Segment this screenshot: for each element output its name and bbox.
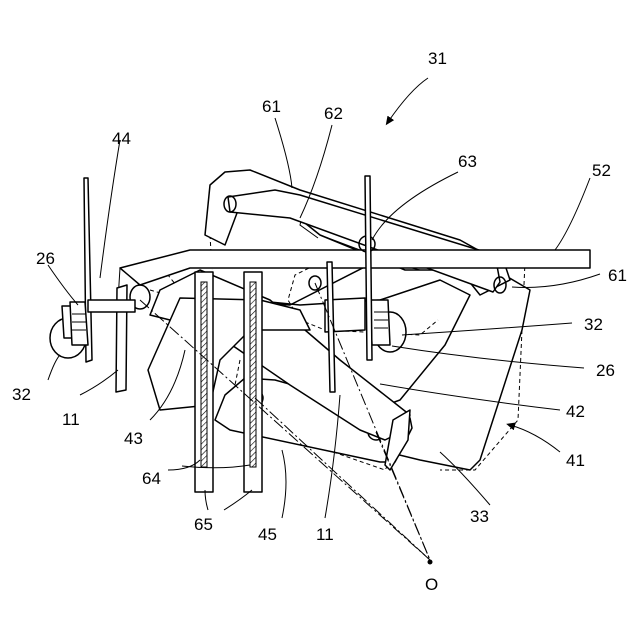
label-26-right: 26 — [596, 361, 615, 380]
arrow-31 — [388, 78, 428, 122]
label-32-left: 32 — [12, 385, 31, 404]
point-o — [428, 560, 433, 565]
label-42: 42 — [566, 402, 585, 421]
label-43: 43 — [124, 429, 143, 448]
label-64: 64 — [142, 469, 161, 488]
label-11-right: 11 — [316, 525, 334, 544]
label-o: O — [425, 575, 438, 594]
blade-right-vertical — [365, 176, 372, 360]
label-41: 41 — [566, 451, 585, 470]
label-61-top: 61 — [262, 97, 281, 116]
label-52: 52 — [592, 161, 611, 180]
label-11-left: 11 — [62, 410, 80, 429]
label-61-right: 61 — [608, 266, 627, 285]
label-26-left: 26 — [36, 249, 55, 268]
label-45: 45 — [258, 525, 277, 544]
label-32-right: 32 — [584, 315, 603, 334]
label-62: 62 — [324, 104, 343, 123]
reference-labels: 31 61 62 44 63 52 26 61 32 26 32 11 42 4… — [12, 49, 627, 594]
label-44: 44 — [112, 129, 131, 148]
edge-64-right — [250, 282, 256, 467]
label-31: 31 — [428, 49, 447, 68]
edge-64-left — [201, 282, 207, 467]
label-63: 63 — [458, 152, 477, 171]
label-65: 65 — [194, 515, 213, 534]
label-33: 33 — [470, 507, 489, 526]
arrow-41 — [510, 425, 560, 452]
bolt-assembly-right — [325, 298, 406, 352]
